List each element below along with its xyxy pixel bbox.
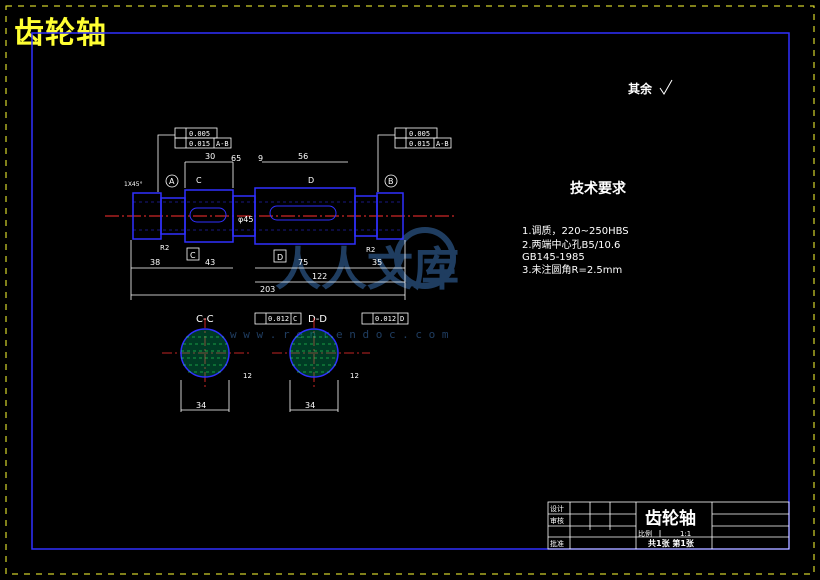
section-mark-c: C bbox=[190, 251, 196, 260]
section-d-width: 34 bbox=[305, 401, 315, 410]
tech-heading: 技术要求 bbox=[570, 180, 627, 197]
section-d-tol: 0.012 bbox=[375, 315, 396, 323]
dim-38: 38 bbox=[150, 258, 160, 267]
tb-sheet: 共1张 第1张 bbox=[648, 538, 695, 548]
outer-border bbox=[5, 5, 815, 575]
tb-scale-value: 1:1 bbox=[680, 530, 691, 538]
title-block bbox=[547, 501, 790, 550]
inner-frame bbox=[31, 32, 790, 550]
dimension-lines bbox=[130, 134, 406, 300]
gdt-left-top: 0.005 bbox=[189, 130, 210, 138]
section-c-tol: 0.012 bbox=[268, 315, 289, 323]
tech-item-3: GB145-1985 bbox=[522, 252, 585, 263]
keyway-c bbox=[189, 207, 227, 223]
watermark: 人人文库 w w w . r e n r e n d o c . c o m bbox=[230, 227, 459, 341]
dim-35: 35 bbox=[372, 258, 382, 267]
tech-item-4: 3.未注圆角R=2.5mm bbox=[522, 263, 622, 276]
section-c-width: 34 bbox=[196, 401, 206, 410]
gdt-left-bottom: 0.015 bbox=[189, 140, 210, 148]
section-c-c: C-C 0.012 C 34 12 bbox=[162, 312, 302, 412]
shaft-main-view bbox=[105, 187, 455, 245]
dim-chamfer: 1X45° bbox=[124, 181, 143, 188]
dim-r2-right: R2 bbox=[366, 246, 375, 254]
section-d-d: D-D 0.012 D 34 12 bbox=[272, 312, 409, 412]
tb-design: 设计 bbox=[550, 504, 564, 513]
section-d-key: 12 bbox=[350, 372, 359, 380]
gdt-right-datum: A-B bbox=[436, 140, 449, 148]
dim-phi45: φ45 bbox=[238, 215, 253, 224]
dim-9: 9 bbox=[258, 154, 263, 163]
dim-75: 75 bbox=[298, 258, 308, 267]
tb-approve: 批准 bbox=[550, 539, 564, 548]
keyway-d bbox=[269, 205, 337, 221]
gdt-right-top: 0.005 bbox=[409, 130, 430, 138]
gdt-frame-right: 0.005 0.015 A-B bbox=[394, 127, 452, 149]
cut-mark-d: D bbox=[308, 176, 314, 185]
section-mark-d: D bbox=[277, 253, 283, 262]
datum-a: A bbox=[169, 177, 175, 186]
section-d-title: D-D bbox=[308, 314, 327, 325]
dim-122: 122 bbox=[312, 272, 327, 281]
tech-item-2: 2.两端中心孔B5/10.6 bbox=[522, 238, 620, 251]
dim-43: 43 bbox=[205, 258, 215, 267]
dim-65: 65 bbox=[231, 154, 241, 163]
tech-item-1: 1.调质，220~250HBS bbox=[522, 225, 629, 237]
watermark-url: w w w . r e n r e n d o c . c o m bbox=[230, 328, 449, 341]
section-c-key: 12 bbox=[243, 372, 252, 380]
surface-note: 其余 bbox=[628, 81, 653, 96]
section-d-datum: D bbox=[400, 315, 404, 323]
tb-scale-label: 比例 bbox=[638, 529, 652, 538]
section-c-datum: C bbox=[293, 315, 297, 323]
watermark-text: 人人文库 bbox=[275, 242, 459, 296]
shaft-right-journal bbox=[376, 192, 404, 240]
datum-b: B bbox=[388, 177, 394, 186]
gdt-right-bottom: 0.015 bbox=[409, 140, 430, 148]
tb-name: 齿轮轴 bbox=[645, 508, 696, 529]
dim-30: 30 bbox=[205, 152, 215, 161]
dim-r2-left: R2 bbox=[160, 244, 169, 252]
gdt-left-datum: A-B bbox=[216, 140, 229, 148]
dim-203: 203 bbox=[260, 285, 275, 294]
tb-check: 审核 bbox=[550, 516, 564, 525]
cut-mark-c: C bbox=[196, 176, 202, 185]
gdt-frame-left: 0.005 0.015 A-B bbox=[174, 127, 232, 149]
surface-finish-symbol bbox=[659, 79, 673, 95]
dim-56: 56 bbox=[298, 152, 308, 161]
